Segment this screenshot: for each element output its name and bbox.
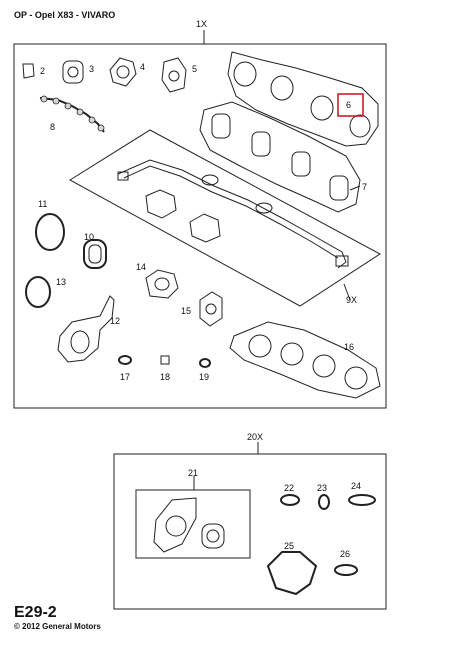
- page-header: OP - Opel X83 - VIVARO: [14, 10, 116, 20]
- callout-19: 19: [199, 372, 209, 382]
- callout-6-highlight: [337, 93, 364, 117]
- callout-12: 12: [110, 316, 120, 326]
- part-4-gasket[interactable]: 4: [109, 57, 145, 87]
- callout-26: 26: [340, 549, 350, 559]
- part-25-gasket[interactable]: 25: [266, 541, 318, 596]
- callout-8: 8: [50, 122, 55, 132]
- part-7-intake-manifold-gasket[interactable]: 7: [199, 101, 367, 213]
- callout-18: 18: [160, 372, 170, 382]
- callout-14: 14: [136, 262, 146, 272]
- copyright: © 2012 General Motors: [14, 622, 101, 631]
- part-17-washer[interactable]: 17: [118, 355, 132, 382]
- part-12-gasket[interactable]: 12: [57, 295, 120, 363]
- subkit-qty: 9X: [346, 295, 357, 305]
- part-22-o-ring[interactable]: 22: [280, 483, 300, 506]
- callout-23: 23: [317, 483, 327, 493]
- part-14-gasket[interactable]: 14: [136, 262, 179, 299]
- part-8-injector-seal-strip[interactable]: 8: [39, 95, 105, 133]
- part-2-seal[interactable]: 2: [22, 63, 45, 79]
- callout-2: 2: [40, 66, 45, 76]
- kit-2-frame: 20X: [113, 432, 387, 610]
- callout-17: 17: [120, 372, 130, 382]
- diagram-code: E29-2: [14, 604, 57, 621]
- part-11-o-ring[interactable]: 11: [35, 199, 65, 251]
- part-10-seal[interactable]: 10: [83, 232, 107, 269]
- part-19-washer[interactable]: 19: [199, 358, 211, 382]
- callout-11: 11: [38, 199, 47, 209]
- part-3-gasket[interactable]: 3: [62, 60, 94, 84]
- callout-25: 25: [284, 541, 294, 551]
- part-6-exhaust-manifold-gasket[interactable]: 6: [227, 51, 379, 147]
- callout-5: 5: [192, 64, 197, 74]
- callout-13: 13: [56, 277, 66, 287]
- callout-6: 6: [346, 100, 351, 110]
- part-23-o-ring[interactable]: 23: [317, 483, 330, 510]
- subkit-frame: 9X: [69, 129, 381, 307]
- part-21-seal-kit[interactable]: 21: [135, 468, 251, 559]
- callout-4: 4: [140, 62, 145, 72]
- callout-10: 10: [84, 232, 94, 242]
- kit-2-qty: 20X: [247, 432, 263, 442]
- part-5-gasket[interactable]: 5: [161, 57, 197, 93]
- callout-15: 15: [181, 306, 191, 316]
- part-24-o-ring[interactable]: 24: [348, 481, 376, 506]
- part-26-seal[interactable]: 26: [334, 549, 358, 576]
- callout-7: 7: [362, 182, 367, 192]
- part-13-o-ring[interactable]: 13: [25, 276, 66, 308]
- kit-1-qty: 1X: [196, 19, 207, 29]
- part-15-gasket[interactable]: 15: [181, 291, 223, 327]
- callout-21: 21: [188, 468, 198, 478]
- kit-1-frame: 1X: [13, 19, 387, 409]
- callout-3: 3: [89, 64, 94, 74]
- part-18-seal[interactable]: 18: [160, 355, 170, 382]
- callout-22: 22: [284, 483, 294, 493]
- callout-24: 24: [351, 481, 361, 491]
- part-16-cylinder-head-gasket[interactable]: 16: [229, 321, 381, 399]
- callout-16: 16: [344, 342, 354, 352]
- rocker-cover-gasket[interactable]: [117, 159, 349, 269]
